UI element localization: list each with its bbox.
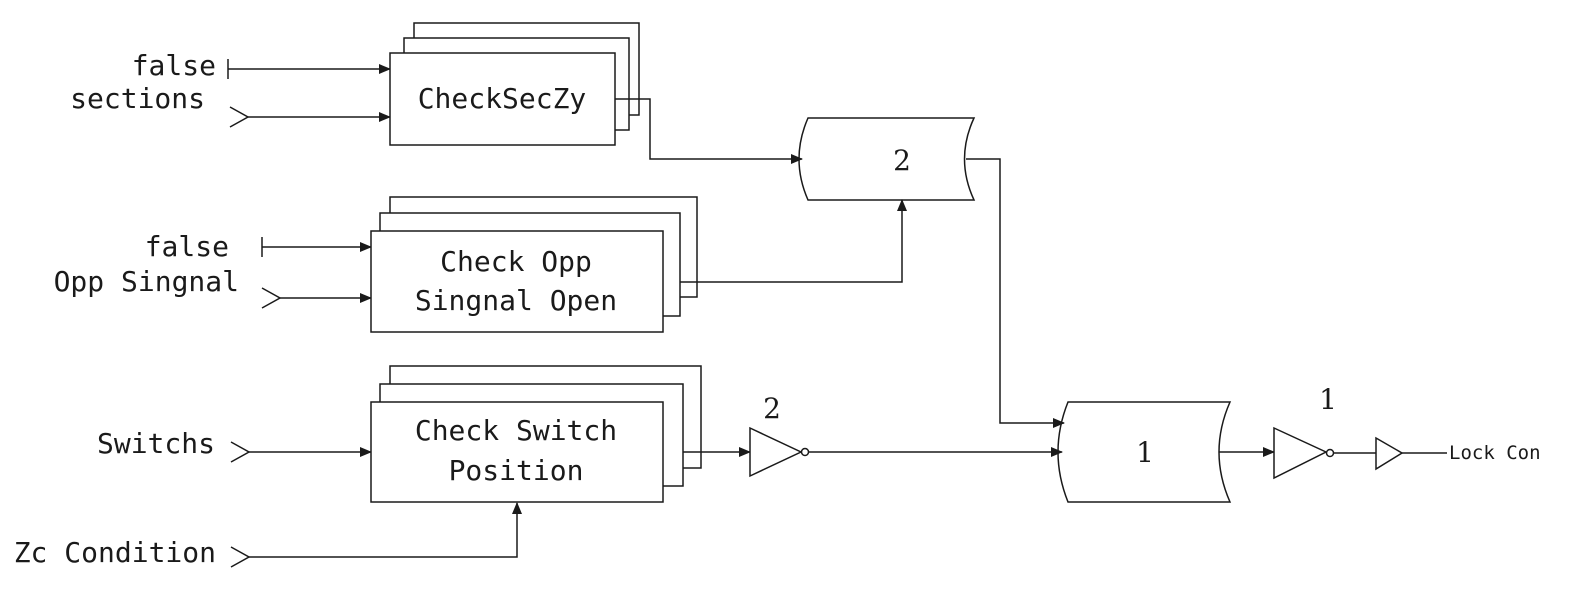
input-label-switchs: Switchs [97, 427, 215, 460]
block-check-sec-label: CheckSecZy [418, 82, 587, 115]
gate-upper-label: 2 [893, 144, 911, 177]
wire-check-opp-to-gate-upper [680, 199, 907, 283]
block-check-switch-line1: Check Switch [415, 414, 617, 447]
gate-lower [1057, 401, 1232, 503]
input-terminal-zc-condition [230, 546, 251, 568]
block-check-opp: Check Opp Singnal Open [370, 196, 698, 333]
input-terminal-opp-signal [261, 287, 282, 309]
block-check-opp-line2: Singnal Open [415, 284, 617, 317]
inverter-left-label: 2 [763, 392, 781, 425]
inverter-left [749, 426, 803, 478]
wire-zc-condition [249, 502, 522, 558]
input-terminal-sections [229, 106, 250, 128]
block-check-switch: Check Switch Position [370, 365, 702, 503]
output-label: Lock Con [1449, 442, 1541, 464]
gate-upper [798, 117, 976, 201]
input-label-sections: sections [70, 82, 205, 115]
input-terminal-switchs [230, 441, 251, 463]
input-label-false-2: false [145, 230, 229, 263]
inverter-right-label: 1 [1319, 383, 1337, 416]
block-check-sec: CheckSecZy [389, 22, 640, 146]
gate-lower-label: 1 [1136, 436, 1154, 469]
block-check-opp-line1: Check Opp [440, 245, 592, 278]
wire-check-sec-to-gate-upper [615, 98, 803, 164]
output-buffer [1375, 436, 1404, 471]
block-check-switch-line2: Position [449, 454, 584, 487]
inverter-right [1273, 426, 1328, 480]
input-label-opp-signal: Opp Singnal [54, 265, 239, 298]
input-label-false-1: false [132, 49, 216, 82]
wire-gate-upper-to-gate-lower [966, 158, 1065, 428]
inverter-left-bubble [800, 447, 810, 457]
inverter-right-bubble [1325, 448, 1335, 458]
input-label-zc-condition: Zc Condition [14, 536, 216, 569]
